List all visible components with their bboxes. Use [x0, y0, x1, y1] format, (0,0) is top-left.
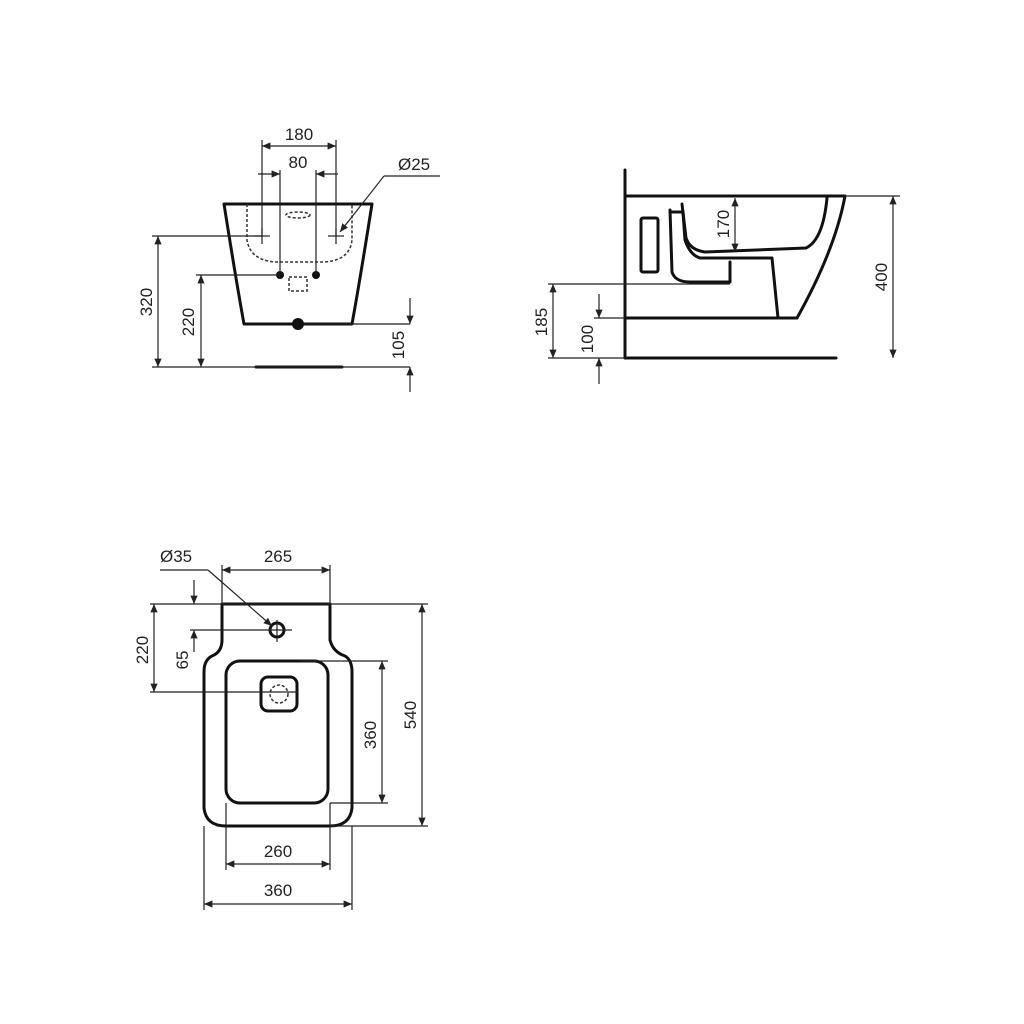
dim-185: 185	[532, 308, 551, 336]
outlet-hidden	[288, 276, 308, 292]
dim-105: 105	[389, 331, 408, 359]
front-view: 180 80 Ø25 320 220 105	[137, 125, 440, 392]
bidet-side-outline	[623, 194, 847, 320]
bowl-outline	[224, 659, 330, 805]
dim-265: 265	[264, 547, 292, 566]
dim-170: 170	[714, 210, 733, 238]
spout-icon	[285, 211, 311, 219]
side-view: 400 170 185 100	[532, 168, 900, 384]
dim-180: 180	[285, 125, 313, 144]
dim-65: 65	[173, 651, 192, 670]
bowl-inner	[680, 196, 829, 254]
top-view: Ø35 265 540 360 220 65 260 360	[133, 547, 428, 910]
dim-400: 400	[872, 263, 891, 291]
dim-80: 80	[289, 153, 308, 172]
dim-220: 220	[179, 308, 198, 336]
frame-slot	[639, 216, 660, 274]
dim-360-horizontal: 360	[264, 881, 292, 900]
dim-d25: Ø25	[398, 155, 430, 174]
dim-d35: Ø35	[160, 547, 192, 566]
dim-360-vertical: 360	[361, 721, 380, 749]
dim-260: 260	[264, 842, 292, 861]
bidet-front-outline	[222, 202, 374, 326]
dim-540: 540	[401, 701, 420, 729]
dim-220-top: 220	[133, 636, 152, 664]
drain-hole	[292, 318, 304, 330]
outlet-pipe	[668, 208, 732, 284]
drain-square	[259, 675, 299, 713]
dim-100: 100	[578, 325, 597, 353]
dim-320: 320	[137, 288, 156, 316]
